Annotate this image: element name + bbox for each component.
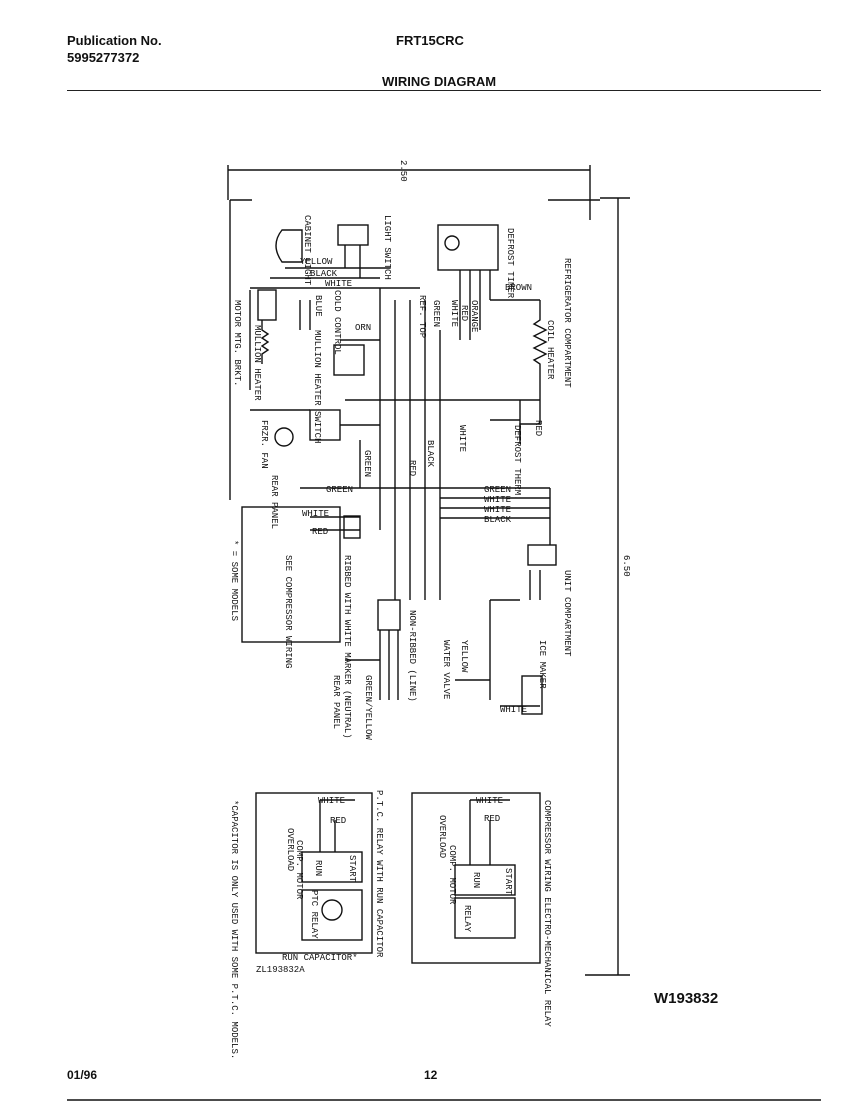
em-relay-label: RELAY xyxy=(462,905,472,933)
wire-white-harness-1: WHITE xyxy=(484,495,511,505)
em-relay-title: COMPRESSOR WIRING ELECTRO-MECHANICAL REL… xyxy=(542,800,552,1027)
label-ref-top: REF. TOP xyxy=(417,295,427,338)
wire-white-ice: WHITE xyxy=(500,705,527,715)
label-defrost-therm: DEFROST THERM. xyxy=(512,425,522,501)
em-wire-red: RED xyxy=(484,814,500,824)
dim-top: 2.50 xyxy=(398,160,408,182)
label-mullion-heater: MULLION HEATER xyxy=(252,325,262,401)
em-wire-white: WHITE xyxy=(476,796,503,806)
ptc-comp-motor: COMP. MOTOR xyxy=(294,840,304,900)
label-cabinet-light: CABINET LIGHT xyxy=(302,215,312,286)
wire-red-vert: RED xyxy=(407,460,417,476)
publication-number: 5995277372 xyxy=(67,50,140,65)
ptc-overload: OVERLOAD xyxy=(285,828,295,871)
em-comp-motor: COMP. MOTOR xyxy=(447,845,457,905)
ptc-wire-white: WHITE xyxy=(318,796,345,806)
model-number: FRT15CRC xyxy=(396,33,464,48)
label-green-yellow: GREEN/YELLOW xyxy=(363,675,373,740)
wiring-lines xyxy=(67,165,821,1101)
wire-white-harness-2: WHITE xyxy=(484,505,511,515)
label-refrigerator-compartment: REFRIGERATOR COMPARTMENT xyxy=(562,258,572,388)
wire-green-rear: GREEN xyxy=(326,485,353,495)
wire-orn: ORN xyxy=(355,323,371,333)
ptc-run-capacitor: RUN CAPACITOR* xyxy=(282,953,358,963)
label-frzr-fan: FRZR. FAN xyxy=(259,420,269,469)
label-defrost-timer: DEFROST TIMER xyxy=(505,228,515,299)
label-see-compressor-wiring: SEE COMPRESSOR WIRING xyxy=(283,555,293,668)
wire-white-ref: WHITE xyxy=(449,300,459,327)
figure-number: W193832 xyxy=(654,990,719,1007)
label-rear-panel-bottom: REAR PANEL xyxy=(331,675,341,729)
wire-brown: BROWN xyxy=(505,283,532,293)
wire-red-comp: RED xyxy=(312,527,328,537)
wire-blue: BLUE xyxy=(313,295,323,317)
footer-page-number: 12 xyxy=(424,1068,438,1082)
wire-white-comp: WHITE xyxy=(302,509,329,519)
wire-red-therm: RED xyxy=(533,420,543,436)
page-title: WIRING DIAGRAM xyxy=(382,74,497,89)
wire-black-top: BLACK xyxy=(310,269,338,279)
ptc-capacitor-note: *CAPACITOR IS ONLY USED WITH SOME P.T.C.… xyxy=(229,800,239,1059)
wire-green-ref: GREEN xyxy=(431,300,441,327)
wire-red-ref: RED xyxy=(459,305,469,321)
label-ice-maker: ICE MAKER xyxy=(537,640,547,689)
ptc-relay-title: P.T.C. RELAY WITH RUN CAPACITOR xyxy=(374,790,384,958)
wire-white-top: WHITE xyxy=(325,279,352,289)
label-water-valve: WATER VALVE xyxy=(441,640,451,699)
em-start: START xyxy=(503,868,513,896)
label-mullion-heater-switch: MULLION HEATER SWITCH xyxy=(312,330,322,443)
em-run: RUN xyxy=(471,872,481,888)
ptc-relay-label: PTC RELAY xyxy=(309,890,319,939)
ptc-run: RUN xyxy=(313,860,323,876)
label-unit-compartment: UNIT COMPARTMENT xyxy=(562,570,572,657)
label-coil-heater: COIL HEATER xyxy=(545,320,555,380)
label-some-models: * = SOME MODELS xyxy=(229,540,239,621)
label-rear-panel-top: REAR PANEL xyxy=(269,475,279,529)
wire-black-vert: BLACK xyxy=(425,440,435,468)
wire-black-harness: BLACK xyxy=(484,515,512,525)
label-cold-control: COLD CONTROL xyxy=(332,290,342,355)
label-ribbed-neutral: RIBBED WITH WHITE MARKER (NEUTRAL) xyxy=(342,555,352,739)
ptc-start: START xyxy=(347,855,357,883)
wire-white-therm: WHITE xyxy=(457,425,467,452)
ptc-drawing-code: ZL193832A xyxy=(256,965,305,975)
label-light-switch: LIGHT SWITCH xyxy=(382,215,392,280)
ptc-wire-red: RED xyxy=(330,816,346,826)
wire-green-vert: GREEN xyxy=(362,450,372,477)
wire-yellow: YELLOW xyxy=(300,257,333,267)
wire-yellow-valve: YELLOW xyxy=(459,640,469,673)
dim-right: 6.50 xyxy=(621,555,631,577)
em-overload: OVERLOAD xyxy=(437,815,447,858)
wire-green-harness: GREEN xyxy=(484,485,511,495)
label-non-ribbed-line: NON-RIBBED (LINE) xyxy=(407,610,417,702)
footer-date: 01/96 xyxy=(67,1068,98,1082)
publication-label: Publication No. xyxy=(67,33,162,48)
wire-orange: ORANGE xyxy=(469,300,479,332)
header-rule xyxy=(67,90,821,91)
label-motor-mtg-bkt: MOTOR MTG. BRKT. xyxy=(232,300,242,386)
